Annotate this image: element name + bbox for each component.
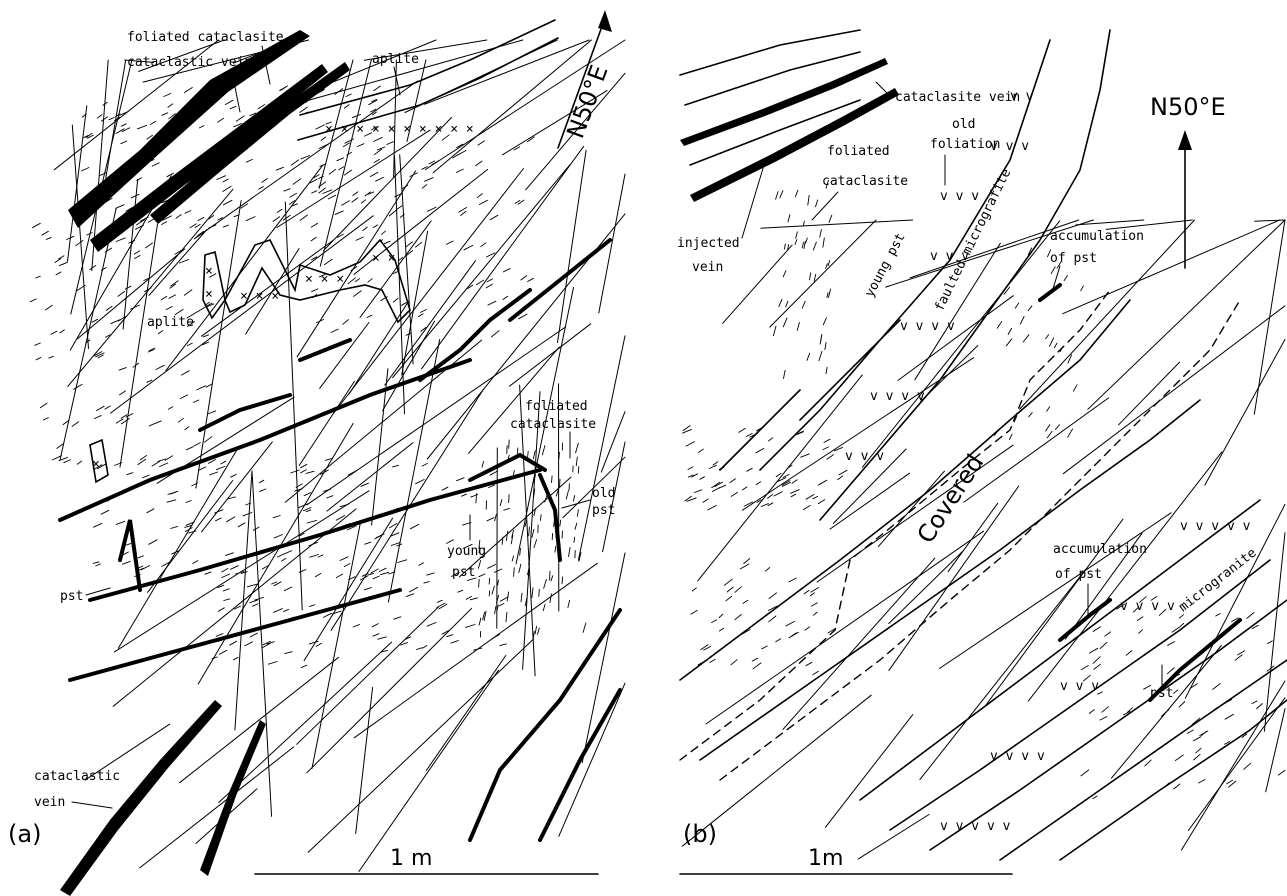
north-label-a: N50°E bbox=[561, 61, 613, 142]
scale-bar-a: 1 m bbox=[255, 846, 598, 874]
svg-text:v v v v: v v v v bbox=[900, 319, 955, 334]
label-micrograite-bottom: microgranite bbox=[1176, 545, 1259, 615]
label-accumulation-top-2: of pst bbox=[1050, 251, 1097, 266]
svg-text:v v v: v v v bbox=[1060, 679, 1099, 694]
svg-text:× ×: × × bbox=[372, 251, 395, 266]
svg-text:v v v: v v v bbox=[845, 449, 884, 464]
svg-text:× × × × × × × × × ×: × × × × × × × × × × bbox=[325, 122, 474, 137]
svg-text:v v v v: v v v v bbox=[990, 749, 1045, 764]
label-cataclastic-bottom-2: vein bbox=[34, 795, 65, 810]
label-foliation-2: foliation bbox=[930, 137, 1000, 152]
label-accumulation-top-1: accumulation bbox=[1050, 229, 1144, 244]
label-injected-1: injected bbox=[677, 236, 740, 251]
svg-text:v v v v: v v v v bbox=[870, 389, 925, 404]
label-aplite-top: aplite bbox=[372, 52, 419, 67]
scale-bar-b: 1m bbox=[680, 846, 1012, 874]
panel-label-b: (b) bbox=[683, 820, 717, 848]
label-cataclastic-bottom-1: cataclastic bbox=[34, 769, 120, 784]
label-young-pst-b: young pst bbox=[862, 231, 908, 300]
north-arrow-b: N50°E bbox=[1150, 93, 1226, 268]
svg-text:×: × bbox=[205, 287, 213, 302]
label-foliated-cataclasite-top: foliated cataclasite bbox=[127, 30, 284, 45]
label-foliated-b-1: foliated bbox=[827, 144, 890, 159]
label-injected-2: vein bbox=[692, 260, 723, 275]
thin-lines-b bbox=[682, 220, 1285, 859]
svg-text:v v v v v: v v v v v bbox=[940, 819, 1011, 834]
label-old-pst-2: pst bbox=[592, 503, 615, 518]
svg-text:v v v v: v v v v bbox=[1120, 599, 1175, 614]
pst-veins-b bbox=[1040, 285, 1240, 700]
svg-text:×: × bbox=[92, 457, 100, 472]
label-foliated-b-2: cataclasite bbox=[822, 174, 908, 189]
label-young-pst-2: pst bbox=[452, 565, 475, 580]
svg-text:× × ×: × × × bbox=[305, 272, 344, 287]
panel-label-a: (a) bbox=[8, 820, 41, 848]
label-old-pst-1: old bbox=[592, 486, 615, 501]
scale-label-b: 1m bbox=[808, 846, 843, 871]
scale-label-a: 1 m bbox=[390, 846, 432, 871]
label-cataclasite-right: cataclasite bbox=[510, 417, 596, 432]
label-covered: Covered bbox=[912, 449, 990, 548]
label-young-pst-1: young bbox=[447, 544, 486, 559]
label-old-1: old bbox=[952, 117, 975, 132]
label-accumulation-bottom-1: accumulation bbox=[1053, 542, 1147, 557]
north-arrow-a: N50°E bbox=[558, 10, 614, 148]
label-pst-a: pst bbox=[60, 589, 83, 604]
svg-text:×: × bbox=[205, 264, 213, 279]
svg-text:v v v: v v v bbox=[940, 189, 979, 204]
label-accumulation-bottom-2: of pst bbox=[1055, 567, 1102, 582]
label-pst-b: pst bbox=[1150, 686, 1173, 701]
svg-text:v v v v v: v v v v v bbox=[1180, 519, 1251, 534]
panel-b: v v v v v v v v v v v v v v v v v v v v … bbox=[677, 30, 1287, 874]
north-label-b: N50°E bbox=[1150, 93, 1226, 121]
label-aplite-mid: aplite bbox=[147, 315, 194, 330]
panel-a: × × × × × × × × × × × × × × × × × × × × … bbox=[8, 10, 625, 896]
label-cataclasite-vein: cataclasite vein bbox=[895, 90, 1020, 105]
label-cataclastic-vein-top: cataclastic vein bbox=[127, 55, 252, 70]
label-foliated-right: foliated bbox=[525, 399, 588, 414]
